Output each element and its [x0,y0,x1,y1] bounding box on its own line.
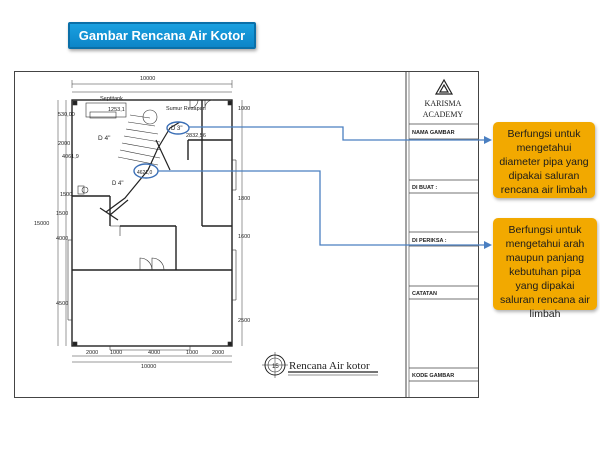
dim-right-d: 2500 [238,318,250,324]
callout-text-2: Berfungsi untuk mengetahui arah maupun p… [500,224,590,320]
dim-small-d: 2832,56 [186,133,206,139]
label-d4-a: D 4" [98,135,111,142]
dim-right-c: 1600 [238,234,250,240]
karisma-logo-icon [434,78,454,95]
drawing-sheet [14,71,479,398]
page-title-banner: Gambar Rencana Air Kotor [68,22,256,49]
plan-title-label: Rencana Air kotor [289,360,370,372]
label-4621: 4621,0 [137,170,153,176]
plan-title-symbol [262,352,378,378]
building-walls [71,99,233,347]
dim-bot-b: 1000 [110,350,122,356]
field-di-buat: DI BUAT : [412,185,437,191]
field-catatan: CATATAN [412,291,437,297]
dim-bot-e: 2000 [212,350,224,356]
sewer-pipes [99,121,181,221]
label-d4-b: D 4" [112,181,123,187]
leader-arrows [484,136,492,249]
dimension-lines [57,80,243,363]
callout-text-1: Berfungsi untuk mengetahui diameter pipa… [499,128,589,196]
dim-right-b: 1800 [238,196,250,202]
dim-bot-d: 1000 [186,350,198,356]
dim-bottom: 10000 [141,364,156,370]
dim-small-c: 4061,9 [62,154,79,160]
label-d3: D 3" [171,126,182,132]
page-title: Gambar Rencana Air Kotor [78,28,246,43]
dim-small-e: 1500 [60,192,72,198]
field-di-periksa: DI PERIKSA : [412,238,447,244]
dim-left-b: 1500 [56,211,68,217]
callout-pipe-direction: Berfungsi untuk mengetahui arah maupun p… [493,218,597,320]
dim-left-total: 15000 [34,221,49,227]
title-block-grid [409,123,479,382]
dim-small-b: 1253,1 [108,107,125,113]
dim-bot-a: 2000 [86,350,98,356]
company-name-line1: KARISMA [425,99,462,108]
dim-top: 10000 [140,76,155,82]
plan-details [67,99,237,351]
field-nama-gambar: NAMA GAMBAR [412,130,455,136]
label-septitank: Septitank [100,96,123,102]
dim-left-d: 4500 [56,301,68,307]
dim-left-a: 2000 [58,141,70,147]
dim-bot-c: 4000 [148,350,160,356]
label-sumur-resapan: Sumur Resapan [166,106,206,112]
dim-left-c: 4000 [56,236,68,242]
plan-number: 15 [272,364,279,370]
field-kode-gambar: KODE GAMBAR [412,373,454,379]
dim-right-a: 1000 [238,106,250,112]
dim-small-a: 530,00 [58,112,75,118]
company-name-line2: ACADEMY [423,110,464,119]
callout-pipe-diameter: Berfungsi untuk mengetahui diameter pipa… [493,122,595,198]
leader-lines [158,126,488,246]
